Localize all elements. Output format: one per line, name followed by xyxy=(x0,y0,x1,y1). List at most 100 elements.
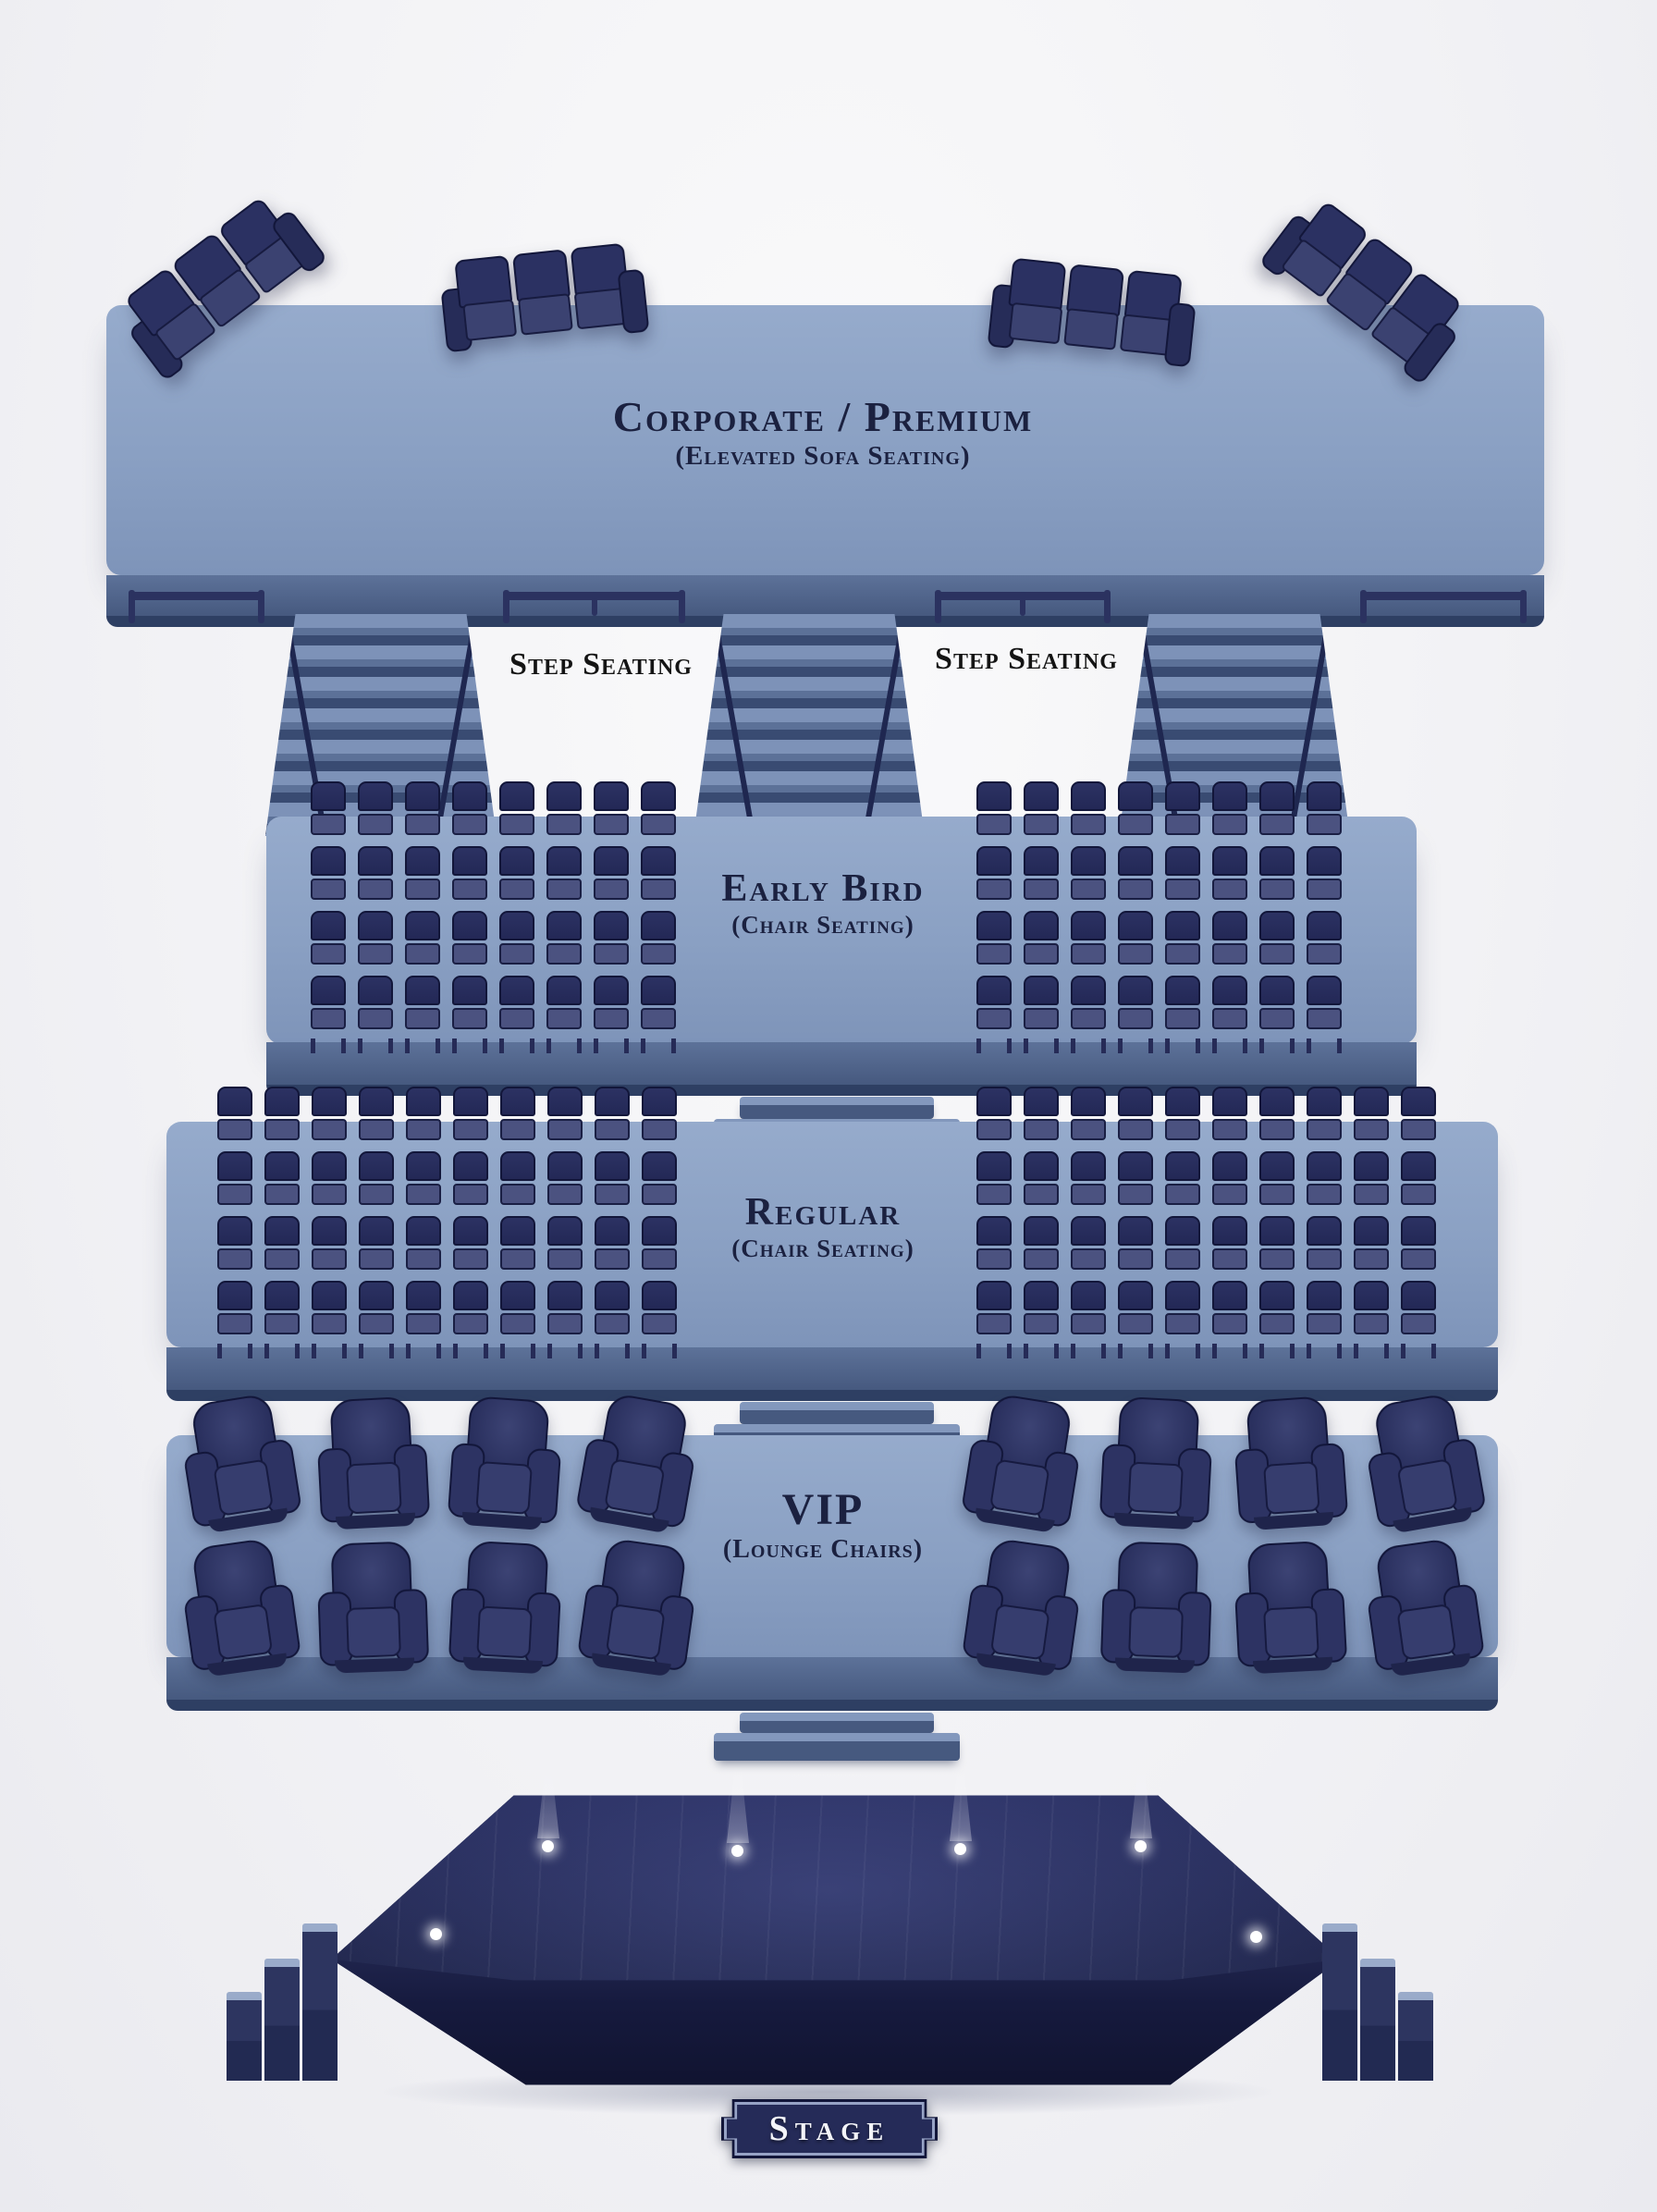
chair-legs xyxy=(1307,1038,1342,1053)
chair-icon xyxy=(976,846,1012,900)
chair-icon xyxy=(642,1151,677,1205)
corporate-platform-front xyxy=(106,575,1544,616)
chair-legs xyxy=(1212,1344,1247,1358)
chair-icon xyxy=(312,1087,347,1140)
chair-icon xyxy=(500,1087,535,1140)
chair-icon xyxy=(641,781,676,835)
chair-icon xyxy=(452,846,487,900)
chair-icon xyxy=(452,911,487,965)
stage-label: Stage xyxy=(768,2109,890,2148)
chair-icon xyxy=(1212,1151,1247,1205)
chair-icon xyxy=(264,1087,300,1140)
chair-legs xyxy=(405,1038,440,1053)
lounge-chair-icon xyxy=(316,1541,430,1674)
chair-column xyxy=(359,1087,394,1358)
early-bird-label: Early Bird (Chair Seating) xyxy=(583,867,1063,940)
chair-icon xyxy=(595,1281,630,1334)
chair-icon xyxy=(500,1216,535,1270)
early-bird-chairs-left xyxy=(311,781,676,1053)
regular-subtitle: (Chair Seating) xyxy=(731,1235,914,1263)
regular-chairs-left xyxy=(217,1087,677,1358)
chair-icon xyxy=(1165,976,1200,1029)
chair-legs xyxy=(976,1344,1012,1358)
stage-side-steps-left xyxy=(227,1923,338,2081)
chair-icon xyxy=(1165,1087,1200,1140)
chair-icon xyxy=(1024,781,1059,835)
chair-icon xyxy=(1165,911,1200,965)
chair-icon xyxy=(1071,976,1106,1029)
chair-column xyxy=(500,1087,535,1358)
chair-column xyxy=(312,1087,347,1358)
handrail-right xyxy=(862,614,908,835)
chair-legs xyxy=(1259,1038,1295,1053)
chair-icon xyxy=(1024,976,1059,1029)
chair-icon xyxy=(1071,911,1106,965)
chair-icon xyxy=(1118,1151,1153,1205)
chair-column xyxy=(1307,1087,1342,1358)
staircase xyxy=(693,614,925,836)
chair-icon xyxy=(1071,1281,1106,1334)
chair-icon xyxy=(499,781,534,835)
chair-legs xyxy=(1118,1038,1153,1053)
stage-block xyxy=(222,1743,1438,2092)
chair-icon xyxy=(1307,911,1342,965)
chair-column xyxy=(1259,781,1295,1053)
vip-title: VIP xyxy=(781,1485,865,1534)
chair-icon xyxy=(1024,1281,1059,1334)
chair-icon xyxy=(358,846,393,900)
chair-icon xyxy=(1307,781,1342,835)
chair-legs xyxy=(1307,1344,1342,1358)
chair-icon xyxy=(311,976,346,1029)
chair-icon xyxy=(1401,1151,1436,1205)
chair-icon xyxy=(1118,781,1153,835)
chair-icon xyxy=(1165,1216,1200,1270)
chair-icon xyxy=(976,781,1012,835)
chair-column xyxy=(1071,781,1106,1053)
chair-icon xyxy=(500,1281,535,1334)
chair-icon xyxy=(1165,1281,1200,1334)
chair-icon xyxy=(1165,846,1200,900)
chair-legs xyxy=(1165,1344,1200,1358)
chair-column xyxy=(358,781,393,1053)
chair-icon xyxy=(452,976,487,1029)
chair-icon xyxy=(1307,846,1342,900)
chair-icon xyxy=(1307,976,1342,1029)
chair-legs xyxy=(217,1344,252,1358)
chair-column xyxy=(264,1087,300,1358)
chair-icon xyxy=(500,1151,535,1205)
early-bird-title: Early Bird xyxy=(721,867,925,910)
chair-icon xyxy=(1212,846,1247,900)
regular-chairs-right xyxy=(976,1087,1436,1358)
chair-icon xyxy=(1307,1087,1342,1140)
chair-icon xyxy=(1165,781,1200,835)
stage-light xyxy=(542,1840,554,1852)
chair-icon xyxy=(453,1087,488,1140)
chair-icon xyxy=(1071,846,1106,900)
chair-legs xyxy=(264,1344,300,1358)
chair-icon xyxy=(1024,1151,1059,1205)
chair-column xyxy=(1024,781,1059,1053)
stage-body xyxy=(331,1795,1341,2085)
chair-icon xyxy=(1354,1087,1389,1140)
chair-icon xyxy=(976,1151,1012,1205)
chair-icon xyxy=(1259,911,1295,965)
corporate-label: Corporate / Premium (Elevated Sofa Seati… xyxy=(384,393,1262,472)
railing-segment xyxy=(1360,590,1527,623)
chair-icon xyxy=(976,1281,1012,1334)
chair-icon xyxy=(499,976,534,1029)
chair-icon xyxy=(1118,846,1153,900)
chair-column xyxy=(1212,1087,1247,1358)
step-seating-label-left: Step Seating xyxy=(509,647,693,682)
chair-icon xyxy=(264,1281,300,1334)
chair-icon xyxy=(547,1216,583,1270)
stage-light xyxy=(954,1843,966,1855)
chair-column xyxy=(594,781,629,1053)
chair-legs xyxy=(1401,1344,1436,1358)
chair-icon xyxy=(312,1151,347,1205)
chair-legs xyxy=(1024,1038,1059,1053)
chair-icon xyxy=(641,911,676,965)
vip-subtitle: (Lounge Chairs) xyxy=(722,1534,924,1564)
chair-icon xyxy=(1024,1216,1059,1270)
chair-icon xyxy=(406,1151,441,1205)
chair-column xyxy=(1165,1087,1200,1358)
